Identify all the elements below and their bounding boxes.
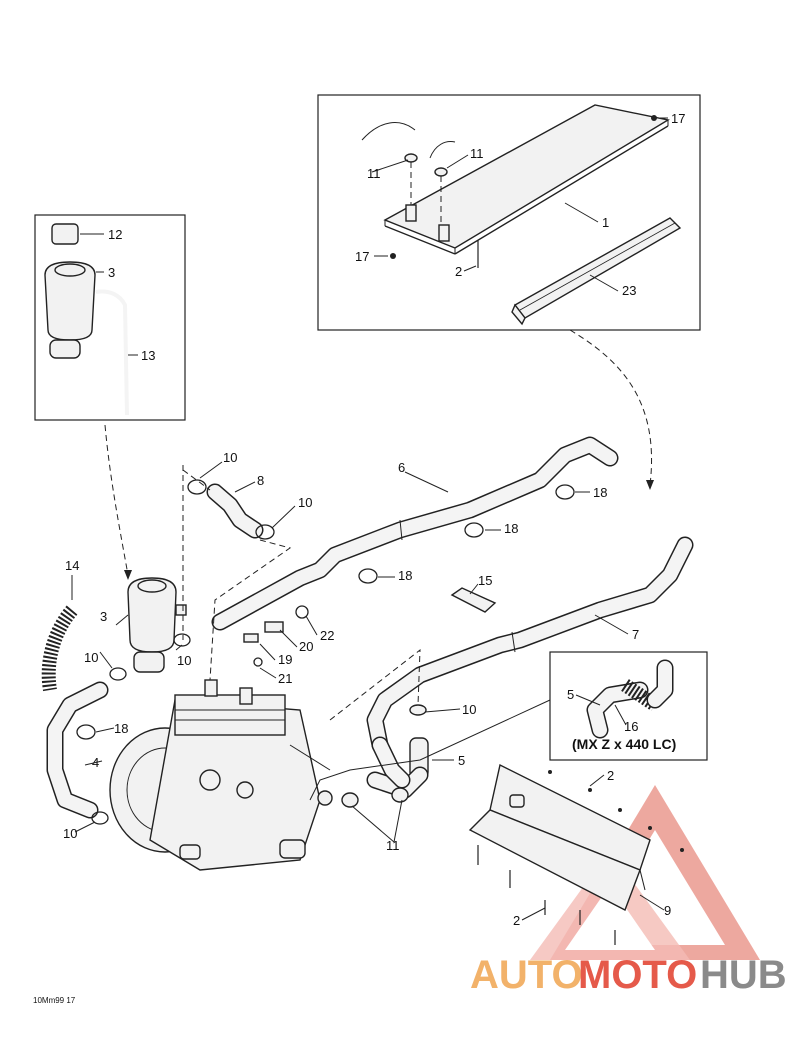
coolant-tank (44, 261, 96, 341)
label-23: 23 (622, 283, 636, 298)
clamps (76, 479, 575, 825)
label-17: 17 (355, 249, 369, 264)
label-18: 18 (114, 721, 128, 736)
label-12: 12 (108, 227, 122, 242)
label-17: 17 (671, 111, 685, 126)
label-7: 7 (632, 627, 639, 642)
elbow-5 (317, 704, 429, 808)
label-18: 18 (593, 485, 607, 500)
label-8: 8 (257, 473, 264, 488)
watermark-hub: HUB (700, 953, 787, 997)
label-10: 10 (462, 702, 476, 717)
heat-exchanger (468, 763, 684, 945)
label-19: 19 (278, 652, 292, 667)
label-3: 3 (108, 265, 115, 280)
label-15: 15 (478, 573, 492, 588)
label-21: 21 (278, 671, 292, 686)
label-5: 5 (567, 687, 574, 702)
label-9: 9 (664, 903, 671, 918)
radiator-detail-box (317, 94, 701, 490)
watermark-moto: MOTO (578, 953, 697, 997)
label-2: 2 (513, 913, 520, 928)
protector-bar (513, 217, 682, 319)
guide-lines (182, 465, 551, 801)
label-18: 18 (504, 521, 518, 536)
label-11: 11 (470, 146, 484, 161)
radiator-plate (383, 104, 670, 249)
label-6: 6 (398, 460, 405, 475)
coolant-tank-main (127, 577, 187, 673)
label-18: 18 (398, 568, 412, 583)
label-14: 14 (65, 558, 79, 573)
label-2: 2 (455, 264, 462, 279)
engine (109, 679, 331, 871)
label-4: 4 (92, 755, 99, 770)
label-11: 11 (386, 838, 400, 853)
label-11: 11 (367, 166, 381, 181)
label-10: 10 (84, 650, 98, 665)
leader-lines (71, 461, 665, 921)
hose-7 (366, 536, 694, 754)
mxz-inset-box (549, 651, 708, 761)
pressure-cap (51, 223, 79, 245)
label-20: 20 (299, 639, 313, 654)
watermark-auto: AUTO (470, 953, 583, 997)
hose-8 (206, 483, 264, 539)
label-1: 1 (602, 215, 609, 230)
hose-14 (41, 605, 78, 692)
label-13: 13 (141, 348, 155, 363)
part-labels: 17 11 11 1 17 2 23 12 3 13 10 8 10 6 18 … (33, 111, 685, 1005)
label-3: 3 (100, 609, 107, 624)
part-15 (450, 587, 497, 613)
label-10: 10 (177, 653, 191, 668)
label-22: 22 (320, 628, 334, 643)
coolant-tank-detail-box (34, 214, 186, 580)
hose-6 (211, 436, 619, 631)
watermark-text: AUTO MOTO HUB (470, 953, 787, 997)
label-5: 5 (458, 753, 465, 768)
watermark-logo (530, 785, 760, 960)
label-2: 2 (607, 768, 614, 783)
figure-code: 10Mm99 17 (33, 996, 76, 1005)
hose-4 (46, 681, 109, 819)
label-10: 10 (223, 450, 237, 465)
label-16: 16 (624, 719, 638, 734)
label-10: 10 (298, 495, 312, 510)
mxz-caption: (MX Z x 440 LC) (572, 736, 676, 752)
label-10: 10 (63, 826, 77, 841)
